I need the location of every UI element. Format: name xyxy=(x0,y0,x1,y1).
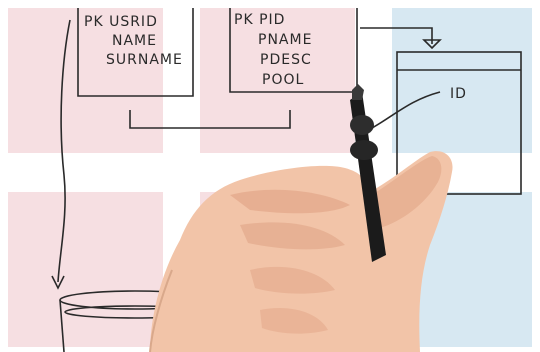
users-line-3: SURNAME xyxy=(106,52,183,68)
tile-pink-3 xyxy=(8,192,163,347)
users-line-1: PK USRID xyxy=(84,14,158,30)
products-line-4: POOL xyxy=(262,72,304,88)
products-line-3: PDESC xyxy=(260,52,312,68)
tile-blue-1 xyxy=(392,8,532,153)
right-table-line-1: ID xyxy=(450,86,467,102)
products-line-1: PK PID xyxy=(234,12,285,28)
users-line-2: NAME xyxy=(112,33,157,49)
products-line-2: PNAME xyxy=(258,32,312,48)
writing-hand-icon xyxy=(150,151,453,352)
